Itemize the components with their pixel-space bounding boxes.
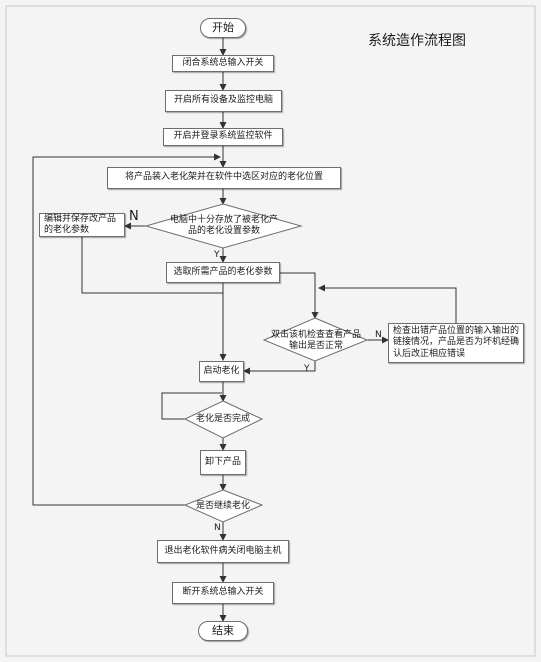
- step-exit-shutdown: 退出老化软件病关闭电脑主机: [157, 540, 289, 563]
- decision-diamond-aging-done: [183, 400, 264, 439]
- step-load-product: 将产品装入老化架并在软件中选区对应的老化位置: [107, 167, 341, 189]
- label-n-output: N: [375, 330, 382, 340]
- label-n-params: N: [129, 209, 139, 224]
- decision-aging-done-label: 老化是否完成: [195, 413, 250, 424]
- step-unload: 卸下产品: [200, 450, 246, 475]
- step-select-params: 选取所需产品的老化参数: [166, 262, 280, 283]
- decision-diamond-output-normal: [262, 317, 369, 362]
- step-close-switch: 闭合系统总输入开关: [172, 55, 274, 72]
- step-edit-save: 编辑并保存改产品的老化参数: [39, 213, 125, 237]
- label-n-continue: N: [214, 523, 221, 533]
- step-open-switch: 断开系统总输入开关: [172, 582, 274, 604]
- decision-diamond-params-stored: [144, 203, 303, 249]
- step-start-aging: 启动老化: [199, 361, 244, 382]
- label-y-params: Y: [214, 250, 220, 260]
- decision-diamond-continue: [183, 489, 264, 523]
- end-node: 结束: [198, 621, 248, 641]
- decision-continue-label: 是否继续老化: [195, 500, 250, 511]
- chart-title: 系统造作流程图: [368, 33, 466, 49]
- step-open-devices: 开启所有设备及监控电脑: [165, 90, 282, 112]
- label-y-output: Y: [304, 364, 310, 374]
- step-login: 开启并登录系统监控软件: [163, 128, 283, 146]
- start-node: 开始: [200, 18, 246, 38]
- decision-params-stored-label: 电脑中十分存放了被老化产品的老化设置参数: [169, 215, 278, 236]
- decision-output-normal-label: 双击该机检查查看产品输出是否正常: [270, 330, 361, 351]
- step-check-fix: 检查出错产品位置的输入输出的链接情况，产品是否为坏机经确认后改正相应错误: [388, 323, 524, 363]
